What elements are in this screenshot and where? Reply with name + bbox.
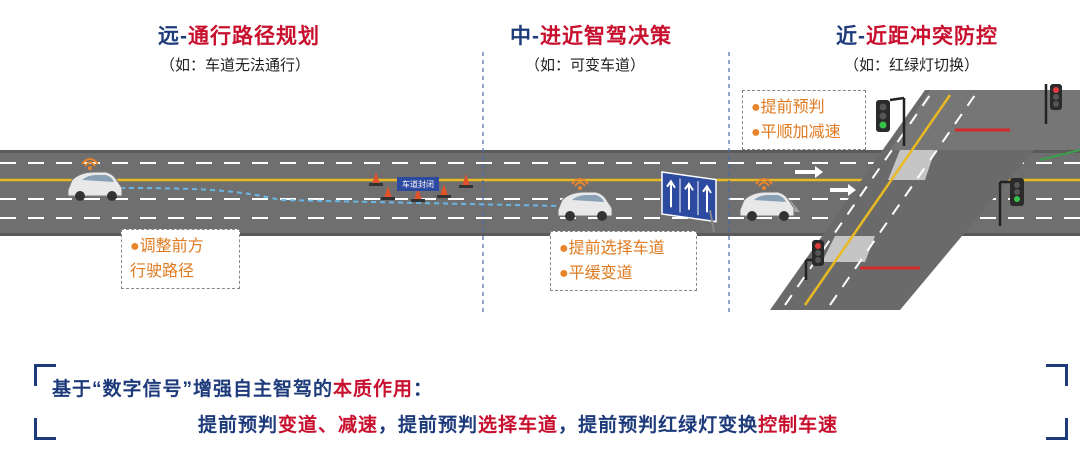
signal-icon [571, 178, 589, 190]
summary-l2-c: ，提前预判 [378, 415, 479, 436]
traffic-cone [369, 172, 383, 186]
traffic-light [998, 178, 1024, 226]
bracket-top-left [34, 364, 56, 386]
summary-l1-b: 本质作用 [333, 379, 414, 400]
note-far-line-1: ●调整前方 [130, 234, 231, 259]
crosswalk-top [888, 150, 935, 180]
cross-yellow-line [803, 94, 952, 306]
traffic-cone [411, 188, 425, 202]
section-subtitle-far: （如：车道无法通行） [160, 57, 311, 74]
turn-arrow [830, 184, 856, 196]
planned-path [119, 187, 561, 207]
closure-sign [397, 177, 439, 191]
summary-l2-a: 提前预判 [198, 415, 279, 436]
green-boundary [1039, 149, 1080, 161]
section-heading-mid: 进近智驾决策 [540, 25, 672, 48]
bullet-icon: ● [559, 240, 569, 257]
section-subtitle-near: （如：红绿灯切换） [844, 57, 980, 74]
turn-arrow [795, 166, 823, 178]
section-subtitle-mid: （如：可变车道） [525, 57, 646, 74]
bullet-icon: ● [751, 124, 761, 141]
section-title-near: 近-近距冲突防控 [836, 20, 998, 50]
car-far [67, 171, 123, 201]
traffic-light [804, 240, 824, 280]
note-near-line-2: ●平顺加减速 [751, 120, 857, 145]
note-near: ●提前预判 ●平顺加减速 [742, 90, 866, 150]
traffic-cone [437, 184, 451, 198]
signal-icon [755, 178, 773, 190]
variable-lane-sign [661, 171, 717, 223]
note-near-text-2: 平顺加减速 [760, 124, 841, 141]
bracket-bottom-left [34, 418, 56, 440]
section-title-mid: 中-进近智驾决策 [510, 20, 672, 50]
traffic-light [876, 96, 906, 146]
traffic-cone [459, 174, 473, 188]
note-mid-line-2: ●平缓变道 [559, 261, 688, 286]
road-edge-top [0, 150, 1080, 153]
bracket-top-right [1046, 364, 1068, 386]
cross-road-shade [890, 90, 1080, 150]
section-prefix-far: 远- [158, 25, 188, 48]
signal-icon [81, 158, 99, 170]
traffic-cone [381, 186, 395, 200]
sign-pole [709, 209, 715, 233]
summary-l2-e: ，提前预判红绿灯变换 [558, 415, 759, 436]
note-mid-line-1: ●提前选择车道 [559, 236, 688, 261]
road-scene: 车道封闭 [0, 52, 1080, 312]
closure-sign-text: 车道封闭 [402, 179, 434, 189]
car-mid [557, 191, 613, 221]
summary-l2-f: 控制车速 [758, 415, 839, 436]
note-near-text-1: 提前预判 [760, 99, 825, 116]
note-far-text-2: 行驶路径 [130, 263, 195, 280]
summary-l1-a: 基于“数字信号”增强自主智驾的 [52, 379, 334, 400]
crosswalk-bottom [822, 236, 875, 262]
note-near-line-1: ●提前预判 [751, 95, 857, 120]
road-edge-bottom [0, 233, 1080, 236]
summary-l2-d: 选择车道 [478, 415, 559, 436]
bullet-icon: ● [751, 99, 761, 116]
car-near [739, 191, 795, 221]
note-mid-text-2: 平缓变道 [568, 265, 633, 282]
summary-line-2: 提前预判变道、减速，提前预判选择车道，提前预判红绿灯变换控制车速 [198, 410, 838, 437]
section-prefix-near: 近- [836, 25, 866, 48]
note-far-line-2: 行驶路径 [130, 259, 231, 284]
note-far: ●调整前方 行驶路径 [121, 229, 240, 289]
note-mid: ●提前选择车道 ●平缓变道 [550, 231, 697, 291]
section-prefix-mid: 中- [510, 25, 540, 48]
summary-l2-b: 变道、减速 [278, 415, 379, 436]
section-title-far: 远-通行路径规划 [158, 20, 320, 50]
bullet-icon: ● [130, 238, 140, 255]
bullet-icon: ● [559, 265, 569, 282]
bracket-bottom-right [1046, 418, 1068, 440]
note-mid-text-1: 提前选择车道 [568, 240, 665, 257]
section-heading-near: 近距冲突防控 [866, 25, 998, 48]
traffic-light [1044, 84, 1062, 124]
summary-l1-c: ： [413, 379, 434, 400]
section-heading-far: 通行路径规划 [188, 25, 320, 48]
note-far-text-1: 调整前方 [139, 238, 204, 255]
summary-line-1: 基于“数字信号”增强自主智驾的本质作用： [52, 374, 433, 401]
